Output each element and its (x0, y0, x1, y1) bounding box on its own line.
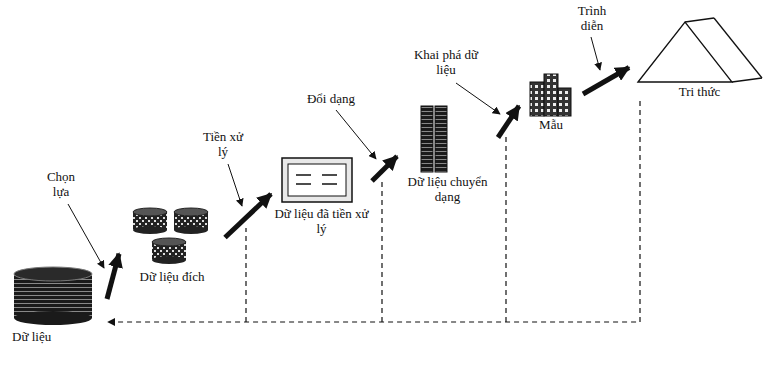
step-label: Khai phá dữ liệu (408, 48, 484, 78)
data-stage-node: Dữ liệu (12, 268, 106, 345)
data-stage-node: Tri thức (630, 15, 768, 100)
illustration-space (12, 268, 106, 330)
feedback-branches (246, 133, 506, 322)
step-label: Tiền xử lý (198, 130, 248, 160)
feedback-arrow (108, 101, 640, 322)
stage-label: Dữ liệu chuyển dạng (398, 175, 497, 205)
process-arrow (498, 106, 519, 138)
stage-label: Dữ liệu (12, 330, 106, 345)
illustration-space (630, 15, 768, 85)
data-stage-node: Mẫu (520, 70, 582, 133)
leader-arrows (68, 37, 600, 268)
data-stage-node: Dữ liệu chuyển dạng (398, 100, 497, 205)
preprocessed-screen (282, 158, 352, 202)
process-arrow (372, 156, 397, 181)
database-cylinder (14, 267, 92, 325)
process-arrow (583, 68, 629, 95)
stage-label: Dữ liệu đã tiền xử lý (272, 207, 371, 237)
data-stage-node: Dữ liệu đích (120, 205, 224, 285)
process-arrow (225, 194, 271, 238)
step-label: Trình diễn (566, 4, 618, 34)
transformed-columns (421, 106, 447, 172)
process-arrow (107, 254, 119, 299)
illustration-space (272, 155, 371, 207)
knowledge-prism (638, 18, 762, 82)
target-data-cylinders (133, 208, 208, 264)
data-stage-node: Dữ liệu đã tiền xử lý (272, 155, 371, 237)
pattern-blocks (530, 74, 571, 116)
illustration-space (398, 100, 497, 175)
illustration-space (120, 205, 224, 270)
stage-label: Dữ liệu đích (120, 270, 224, 285)
step-label: Chọn lựa (38, 170, 84, 200)
stage-label: Mẫu (520, 118, 582, 133)
step-label: Đổi dạng (294, 92, 368, 107)
stage-label: Tri thức (630, 85, 768, 100)
illustration-space (520, 70, 582, 118)
